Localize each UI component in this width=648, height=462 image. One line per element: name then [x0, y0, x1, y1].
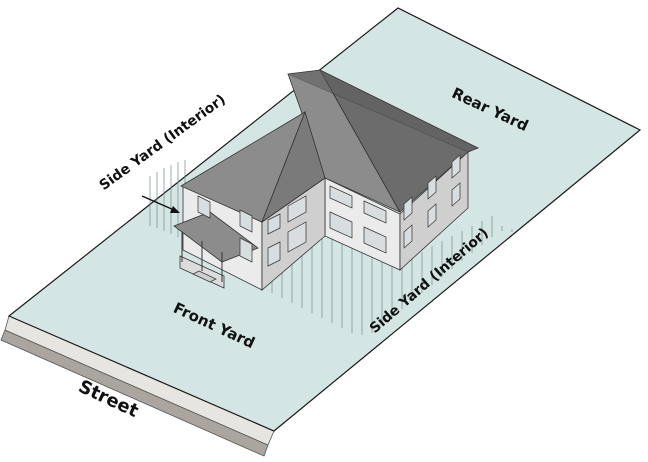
window [287, 221, 307, 253]
window [239, 209, 253, 233]
window [363, 200, 387, 224]
window [329, 185, 353, 209]
side-yard-arrow [141, 195, 180, 213]
porch-roof [173, 211, 259, 263]
window [427, 175, 437, 200]
rear-roof-hip [286, 69, 479, 153]
window [267, 241, 281, 267]
window [267, 213, 281, 235]
window [403, 196, 413, 221]
window [363, 226, 387, 254]
window [403, 224, 413, 249]
window [197, 195, 211, 219]
window [239, 237, 253, 263]
window [427, 203, 437, 228]
house [173, 69, 479, 291]
porch-steps [192, 270, 217, 283]
window [451, 154, 461, 179]
windows [197, 154, 461, 267]
window [287, 195, 307, 223]
window [329, 211, 353, 239]
front-roof-right-plane [261, 110, 326, 224]
window [451, 182, 461, 207]
